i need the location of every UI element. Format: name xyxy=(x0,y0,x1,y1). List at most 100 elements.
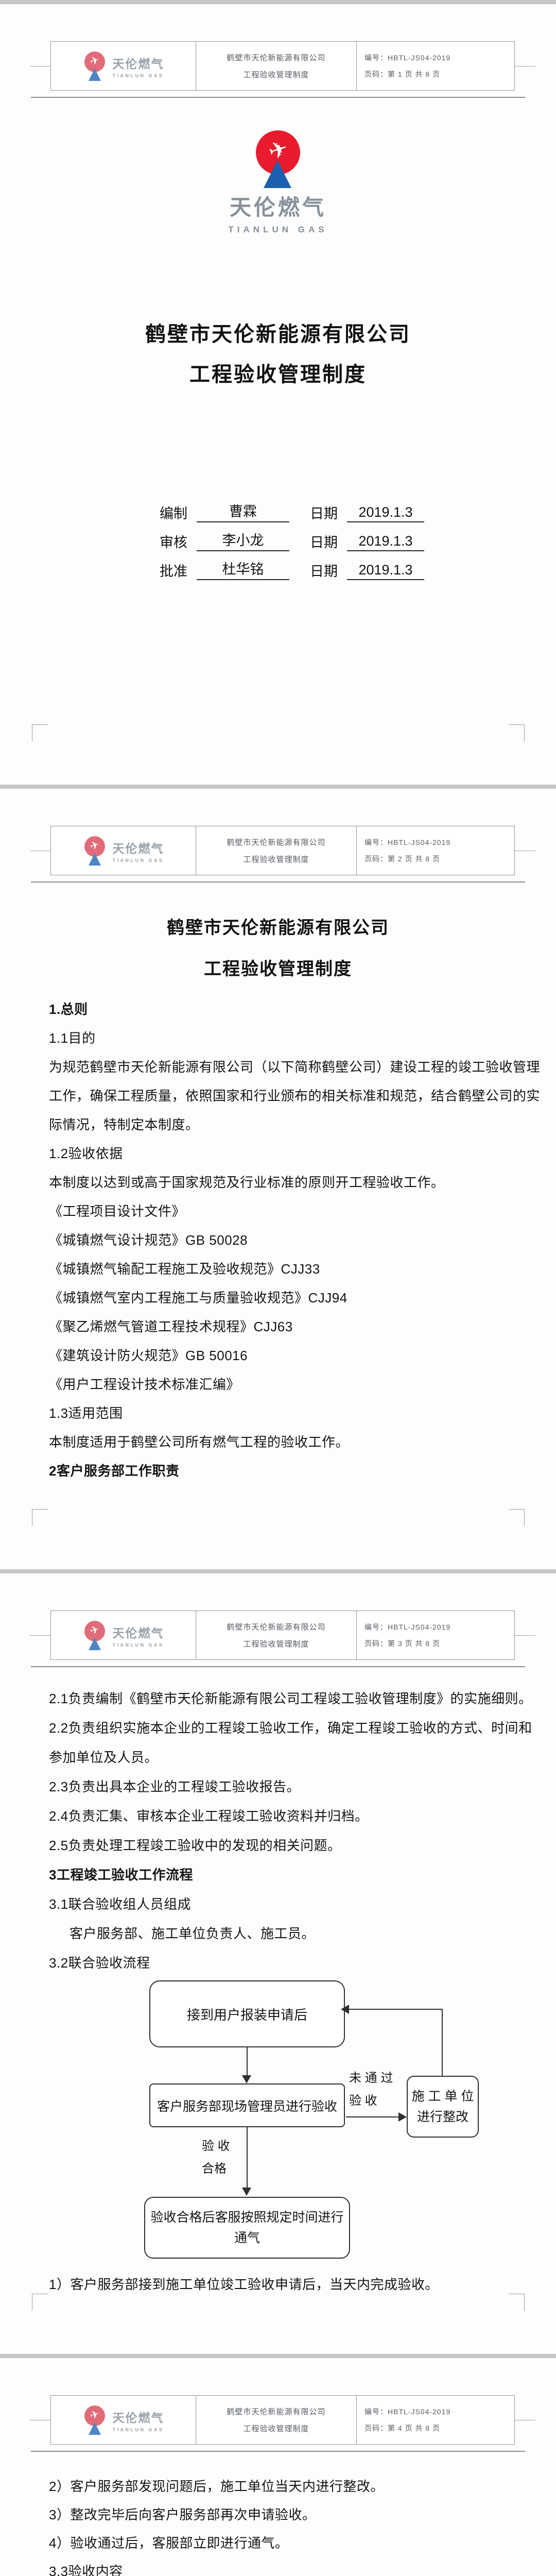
text-line: 工作，确保工程质量，依照国家和行业颁布的相关标准和规范，结合鹤壁公司的实 xyxy=(49,1088,541,1104)
signature-row-reviewer: 审核 李小龙 日期 2019.1.3 xyxy=(160,522,424,551)
corner-mark-left xyxy=(32,2294,48,2311)
text-line: 2）客户服务部发现问题后，施工单位当天内进行整改。 xyxy=(49,2479,384,2494)
header-doc-title: 工程验收管理制度 xyxy=(243,1640,309,1649)
acceptance-flowchart: 接到用户报装申请后 客户服务部现场管理员进行验收 未 通 过 验 收 施 工 单… xyxy=(0,1980,556,2269)
logo-mountain-triangle-icon xyxy=(88,1638,101,1650)
corner-mark-right xyxy=(509,2294,525,2311)
text-line: 2.2负责组织实施本企业的工程竣工验收工作，确定工程竣工验收的方式、时间和 xyxy=(49,1720,532,1736)
signature-row-approver: 批准 杜华铭 日期 2019.1.3 xyxy=(160,551,424,580)
plane-icon: ✈ xyxy=(88,54,101,69)
header-brand-text: 天伦燃气 TIANLUN GAS xyxy=(113,54,164,78)
header-brand-text: 天伦燃气 TIANLUN GAS xyxy=(113,839,164,863)
text-line: 1.3适用范围 xyxy=(49,1405,123,1421)
brand-name-en: TIANLUN GAS xyxy=(112,857,164,863)
header-doc-title: 工程验收管理制度 xyxy=(243,2425,309,2433)
text-line: 1.总则 xyxy=(49,1002,88,1017)
doc-code: 编号：HBTL-JS04-2019 xyxy=(364,838,451,846)
text-line: 2.1负责编制《鹤壁市天伦新能源有限公司工程竣工验收管理制度》的实施细则。 xyxy=(49,1691,532,1706)
cover-logo-graphic: ✈ xyxy=(247,130,309,188)
sign-date: 2019.1.3 xyxy=(347,533,424,551)
page-4: ✈ 天伦燃气 TIANLUN GAS 鹤壁市天伦新能源有限公司 工程验收管理制度… xyxy=(0,2358,556,2576)
header-title-cell: 鹤壁市天伦新能源有限公司 工程验收管理制度 xyxy=(196,42,357,90)
arrow-down-icon xyxy=(242,2075,251,2083)
page-number: 页码：第 4 页 共 8 页 xyxy=(364,2424,441,2432)
header-brand-text: 天伦燃气 TIANLUN GAS xyxy=(113,1623,164,1648)
page-1: ✈ 天伦燃气 TIANLUN GAS 鹤壁市天伦新能源有限公司 工程验收管理制度… xyxy=(0,4,556,785)
text-line: 本制度以达到或高于国家规范及行业标准的原则开工程验收工作。 xyxy=(49,1175,445,1190)
logo-mountain-triangle-icon xyxy=(88,2422,101,2435)
brand-name-cn: 天伦燃气 xyxy=(112,2411,164,2425)
brand-name-en: TIANLUN GAS xyxy=(112,73,164,78)
plane-icon: ✈ xyxy=(88,2408,101,2422)
section-heading: 2客户服务部工作职责 xyxy=(49,1463,180,1479)
header-left-tick xyxy=(30,1635,50,1636)
text-line: 1.2验收依据 xyxy=(49,1146,123,1161)
page-header-table: ✈ 天伦燃气 TIANLUN GAS 鹤壁市天伦新能源有限公司 工程验收管理制度… xyxy=(50,2395,515,2445)
text-line: 《用户工程设计技术标准汇编》 xyxy=(49,1377,240,1392)
header-logo-cell: ✈ 天伦燃气 TIANLUN GAS xyxy=(51,42,196,90)
date-label: 日期 xyxy=(310,506,338,521)
body-text: 2.1负责编制《鹤壁市天伦新能源有限公司工程竣工验收管理制度》的实施细则。 2.… xyxy=(49,1684,532,1978)
corner-mark-right xyxy=(509,724,525,741)
brand-name-cn: 天伦燃气 xyxy=(112,57,164,71)
tianlun-gas-logo: ✈ xyxy=(83,2405,107,2435)
header-company: 鹤壁市天伦新能源有限公司 xyxy=(227,54,326,62)
header-title-cell: 鹤壁市天伦新能源有限公司 工程验收管理制度 xyxy=(196,2396,357,2444)
signature-block: 编制 曹霖 日期 2019.1.3 审核 李小龙 日期 2019.1.3 批准 … xyxy=(160,494,424,580)
sign-date: 2019.1.3 xyxy=(347,504,424,522)
header-doc-title: 工程验收管理制度 xyxy=(243,71,309,79)
cover-company-name: 鹤壁市天伦新能源有限公司 xyxy=(145,323,411,346)
header-logo-cell: ✈ 天伦燃气 TIANLUN GAS xyxy=(51,826,196,875)
arrow-left-icon xyxy=(341,2005,349,2014)
header-brand-text: 天伦燃气 TIANLUN GAS xyxy=(113,2408,164,2432)
flow-connector xyxy=(442,2009,443,2076)
plane-icon: ✈ xyxy=(88,838,101,853)
corner-mark-right xyxy=(509,1509,525,1526)
brand-name-cn: 天伦燃气 xyxy=(112,841,164,855)
text-line: 4）验收通过后，客服部立即进行通气。 xyxy=(49,2535,289,2551)
sign-name: 李小龙 xyxy=(197,529,289,551)
corner-mark-left xyxy=(32,1509,48,1526)
page-header-table: ✈ 天伦燃气 TIANLUN GAS 鹤壁市天伦新能源有限公司 工程验收管理制度… xyxy=(50,1611,515,1660)
doc-code: 编号：HBTL-JS04-2019 xyxy=(364,1623,451,1631)
flow-node-gas-supply: 验收合格后客服按照规定时间进行 通气 xyxy=(144,2197,350,2259)
header-company: 鹤壁市天伦新能源有限公司 xyxy=(227,2408,326,2416)
header-title-cell: 鹤壁市天伦新能源有限公司 工程验收管理制度 xyxy=(196,1611,357,1659)
header-company: 鹤壁市天伦新能源有限公司 xyxy=(227,838,326,847)
body-company-name: 鹤壁市天伦新能源有限公司 xyxy=(167,918,389,938)
brand-name-en: TIANLUN GAS xyxy=(228,225,328,234)
text-line: 参加单位及人员。 xyxy=(49,1750,159,1765)
page-2: ✈ 天伦燃气 TIANLUN GAS 鹤壁市天伦新能源有限公司 工程验收管理制度… xyxy=(0,789,556,1569)
date-label: 日期 xyxy=(310,535,338,550)
doc-code: 编号：HBTL-JS04-2019 xyxy=(364,54,451,62)
sign-label: 编制 xyxy=(160,506,187,521)
flow-label-pass: 验 收 合格 xyxy=(202,2139,230,2176)
text-line: 1.1目的 xyxy=(49,1030,96,1046)
text-line: 《工程项目设计文件》 xyxy=(49,1204,186,1219)
cover-logo: ✈ 天伦燃气 TIANLUN GAS xyxy=(0,130,556,235)
page-header-table: ✈ 天伦燃气 TIANLUN GAS 鹤壁市天伦新能源有限公司 工程验收管理制度… xyxy=(50,826,515,875)
flow-label-fail: 未 通 过 验 收 xyxy=(349,2071,393,2108)
text-line: 3）整改完毕后向客户服务部再次申请验收。 xyxy=(49,2507,316,2522)
tianlun-gas-logo: ✈ xyxy=(83,1620,107,1650)
body-text: 2）客户服务部发现问题后，施工单位当天内进行整改。 3）整改完毕后向客户服务部再… xyxy=(49,2472,528,2576)
flow-connector xyxy=(349,2009,443,2010)
brand-name-cn: 天伦燃气 xyxy=(229,195,326,219)
text-line: 3.3验收内容 xyxy=(49,2564,123,2576)
page-number: 页码：第 1 页 共 8 页 xyxy=(364,70,441,78)
text-line: 2.3负责出具本企业的工程竣工验收报告。 xyxy=(49,1779,301,1794)
text-line: 3.1联合验收组人员组成 xyxy=(49,1896,192,1912)
arrow-right-icon xyxy=(398,2112,407,2122)
plane-icon: ✈ xyxy=(88,1623,101,1638)
corner-mark-left xyxy=(32,724,48,741)
header-right-tick xyxy=(515,1635,535,1636)
page-header-table: ✈ 天伦燃气 TIANLUN GAS 鹤壁市天伦新能源有限公司 工程验收管理制度… xyxy=(50,41,515,91)
header-meta-cell: 编号：HBTL-JS04-2019 页码：第 2 页 共 8 页 xyxy=(357,826,514,875)
tianlun-gas-logo: ✈ xyxy=(83,51,107,81)
section-heading: 3工程竣工验收工作流程 xyxy=(49,1867,193,1883)
text-line: 《城镇燃气设计规范》GB 50028 xyxy=(49,1232,248,1248)
sign-name: 曹霖 xyxy=(197,500,289,522)
header-divider xyxy=(31,97,525,98)
flow-node-contractor-rectify: 施 工 单 位 进行整改 xyxy=(407,2076,479,2138)
sign-date: 2019.1.3 xyxy=(347,562,424,580)
